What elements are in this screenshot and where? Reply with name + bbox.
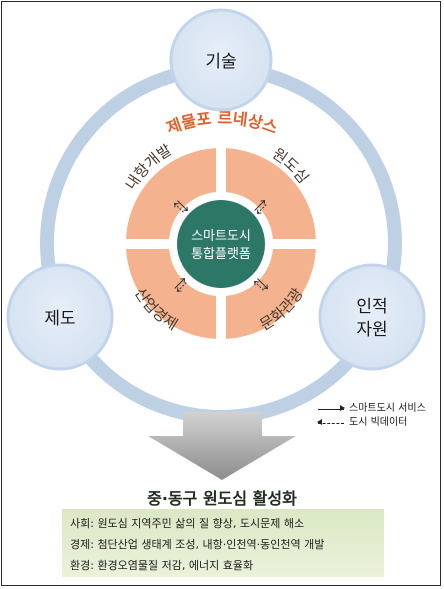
- center-label-line1: 스마트도시: [191, 229, 251, 244]
- result-box: 사회: 원도심 지역주민 삶의 질 향상, 도시문제 해소 경제: 첨단산업 생…: [62, 509, 384, 577]
- node-human-resources: [318, 263, 426, 371]
- result-title: 중·동구 원도심 활성화: [147, 489, 297, 508]
- legend-bigdata-label: 도시 빅데이터: [349, 417, 408, 428]
- node-technology: [169, 8, 273, 112]
- center-label-line2: 통합플랫폼: [191, 247, 251, 262]
- legend-service: 스마트도시 서비스: [318, 402, 426, 416]
- result-line-economy: 경제: 첨단산업 생태계 조성, 내항·인천역·동인천역 개발: [70, 538, 325, 551]
- legend-bigdata: 도시 빅데이터: [317, 416, 426, 430]
- legend: 스마트도시 서비스 도시 빅데이터: [317, 402, 426, 430]
- segment-industry-economy: [120, 243, 222, 345]
- exchange-arrow-culture: [254, 278, 268, 292]
- result-line-environment: 환경: 환경오염물질 저감, 에너지 효율화: [70, 559, 254, 572]
- dashed-arrow-icon: [317, 419, 344, 425]
- node-institution: [6, 263, 114, 371]
- solid-arrow-icon: [318, 405, 345, 411]
- exchange-arrow-old-downtown: [254, 200, 268, 214]
- node-technology-label: 기술: [205, 52, 236, 72]
- node-human-resources-label-2: 자원: [356, 320, 387, 340]
- result-line-social: 사회: 원도심 지역주민 삶의 질 향상, 도시문제 해소: [70, 517, 305, 530]
- ring-title: 제물포 르네상스: [164, 108, 280, 137]
- segment-harbor: [120, 142, 222, 245]
- node-institution-label: 제도: [44, 309, 75, 329]
- node-human-resources-label-1: 인적: [356, 297, 387, 317]
- center-platform: [177, 200, 265, 288]
- segment-culture-tourism: [220, 243, 322, 345]
- segment-old-downtown: [220, 142, 322, 245]
- down-arrow: [148, 412, 296, 480]
- legend-service-label: 스마트도시 서비스: [349, 403, 426, 414]
